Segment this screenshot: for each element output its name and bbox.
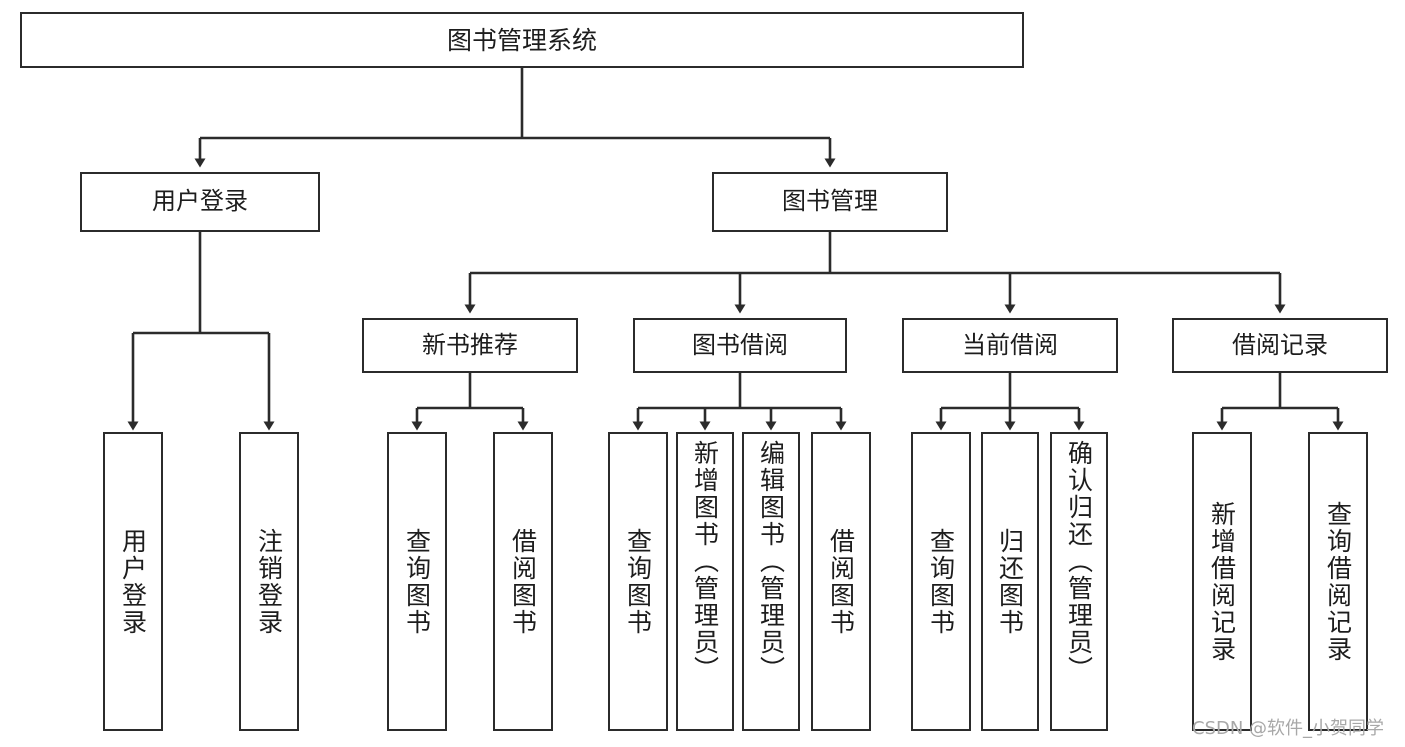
node-book-management[interactable]: 图书管理 xyxy=(712,172,948,232)
leaf-borrow-query-book[interactable]: 查询图书 xyxy=(608,432,668,731)
leaf-borrow-add-book-admin[interactable]: 新增图书（管理员） xyxy=(676,432,734,731)
leaf-current-return-book[interactable]: 归还图书 xyxy=(981,432,1039,731)
node-book-borrow[interactable]: 图书借阅 xyxy=(633,318,847,373)
leaf-borrow-edit-book-admin[interactable]: 编辑图书（管理员） xyxy=(742,432,800,731)
leaf-new-book-query[interactable]: 查询图书 xyxy=(387,432,447,731)
node-label: 查询借阅记录 xyxy=(1323,500,1353,663)
node-label: 用户登录 xyxy=(152,187,248,216)
node-label: 确认归还（管理员） xyxy=(1064,440,1094,683)
node-label: 图书借阅 xyxy=(692,330,788,359)
node-borrow-record[interactable]: 借阅记录 xyxy=(1172,318,1388,373)
node-new-book-recommend[interactable]: 新书推荐 xyxy=(362,318,578,373)
leaf-record-query-record[interactable]: 查询借阅记录 xyxy=(1308,432,1368,731)
leaf-record-add-record[interactable]: 新增借阅记录 xyxy=(1192,432,1252,731)
leaf-current-query-book[interactable]: 查询图书 xyxy=(911,432,971,731)
node-label: 查询图书 xyxy=(926,527,956,636)
node-label: 归还图书 xyxy=(995,527,1025,636)
node-label: 新增借阅记录 xyxy=(1207,500,1237,663)
leaf-user-login-logout[interactable]: 注销登录 xyxy=(239,432,299,731)
node-label: 借阅图书 xyxy=(826,527,856,636)
node-user-login[interactable]: 用户登录 xyxy=(80,172,320,232)
node-label: 新增图书（管理员） xyxy=(690,440,720,683)
node-label: 编辑图书（管理员） xyxy=(756,440,786,683)
node-label: 查询图书 xyxy=(402,527,432,636)
node-label: 新书推荐 xyxy=(422,330,518,359)
leaf-user-login-login[interactable]: 用户登录 xyxy=(103,432,163,731)
node-label: 查询图书 xyxy=(623,527,653,636)
node-label: 借阅记录 xyxy=(1232,330,1328,359)
node-label: 借阅图书 xyxy=(508,527,538,636)
node-label: 用户登录 xyxy=(118,527,148,636)
leaf-borrow-borrow-book[interactable]: 借阅图书 xyxy=(811,432,871,731)
node-label: 当前借阅 xyxy=(962,330,1058,359)
leaf-new-book-borrow[interactable]: 借阅图书 xyxy=(493,432,553,731)
node-current-borrow[interactable]: 当前借阅 xyxy=(902,318,1118,373)
node-label: 图书管理系统 xyxy=(446,25,597,55)
node-label: 注销登录 xyxy=(254,527,284,636)
node-root-system[interactable]: 图书管理系统 xyxy=(20,12,1024,68)
leaf-current-confirm-return-admin[interactable]: 确认归还（管理员） xyxy=(1050,432,1108,731)
watermark: CSDN @软件_小贺同学 xyxy=(1192,718,1385,739)
node-label: 图书管理 xyxy=(782,187,878,216)
